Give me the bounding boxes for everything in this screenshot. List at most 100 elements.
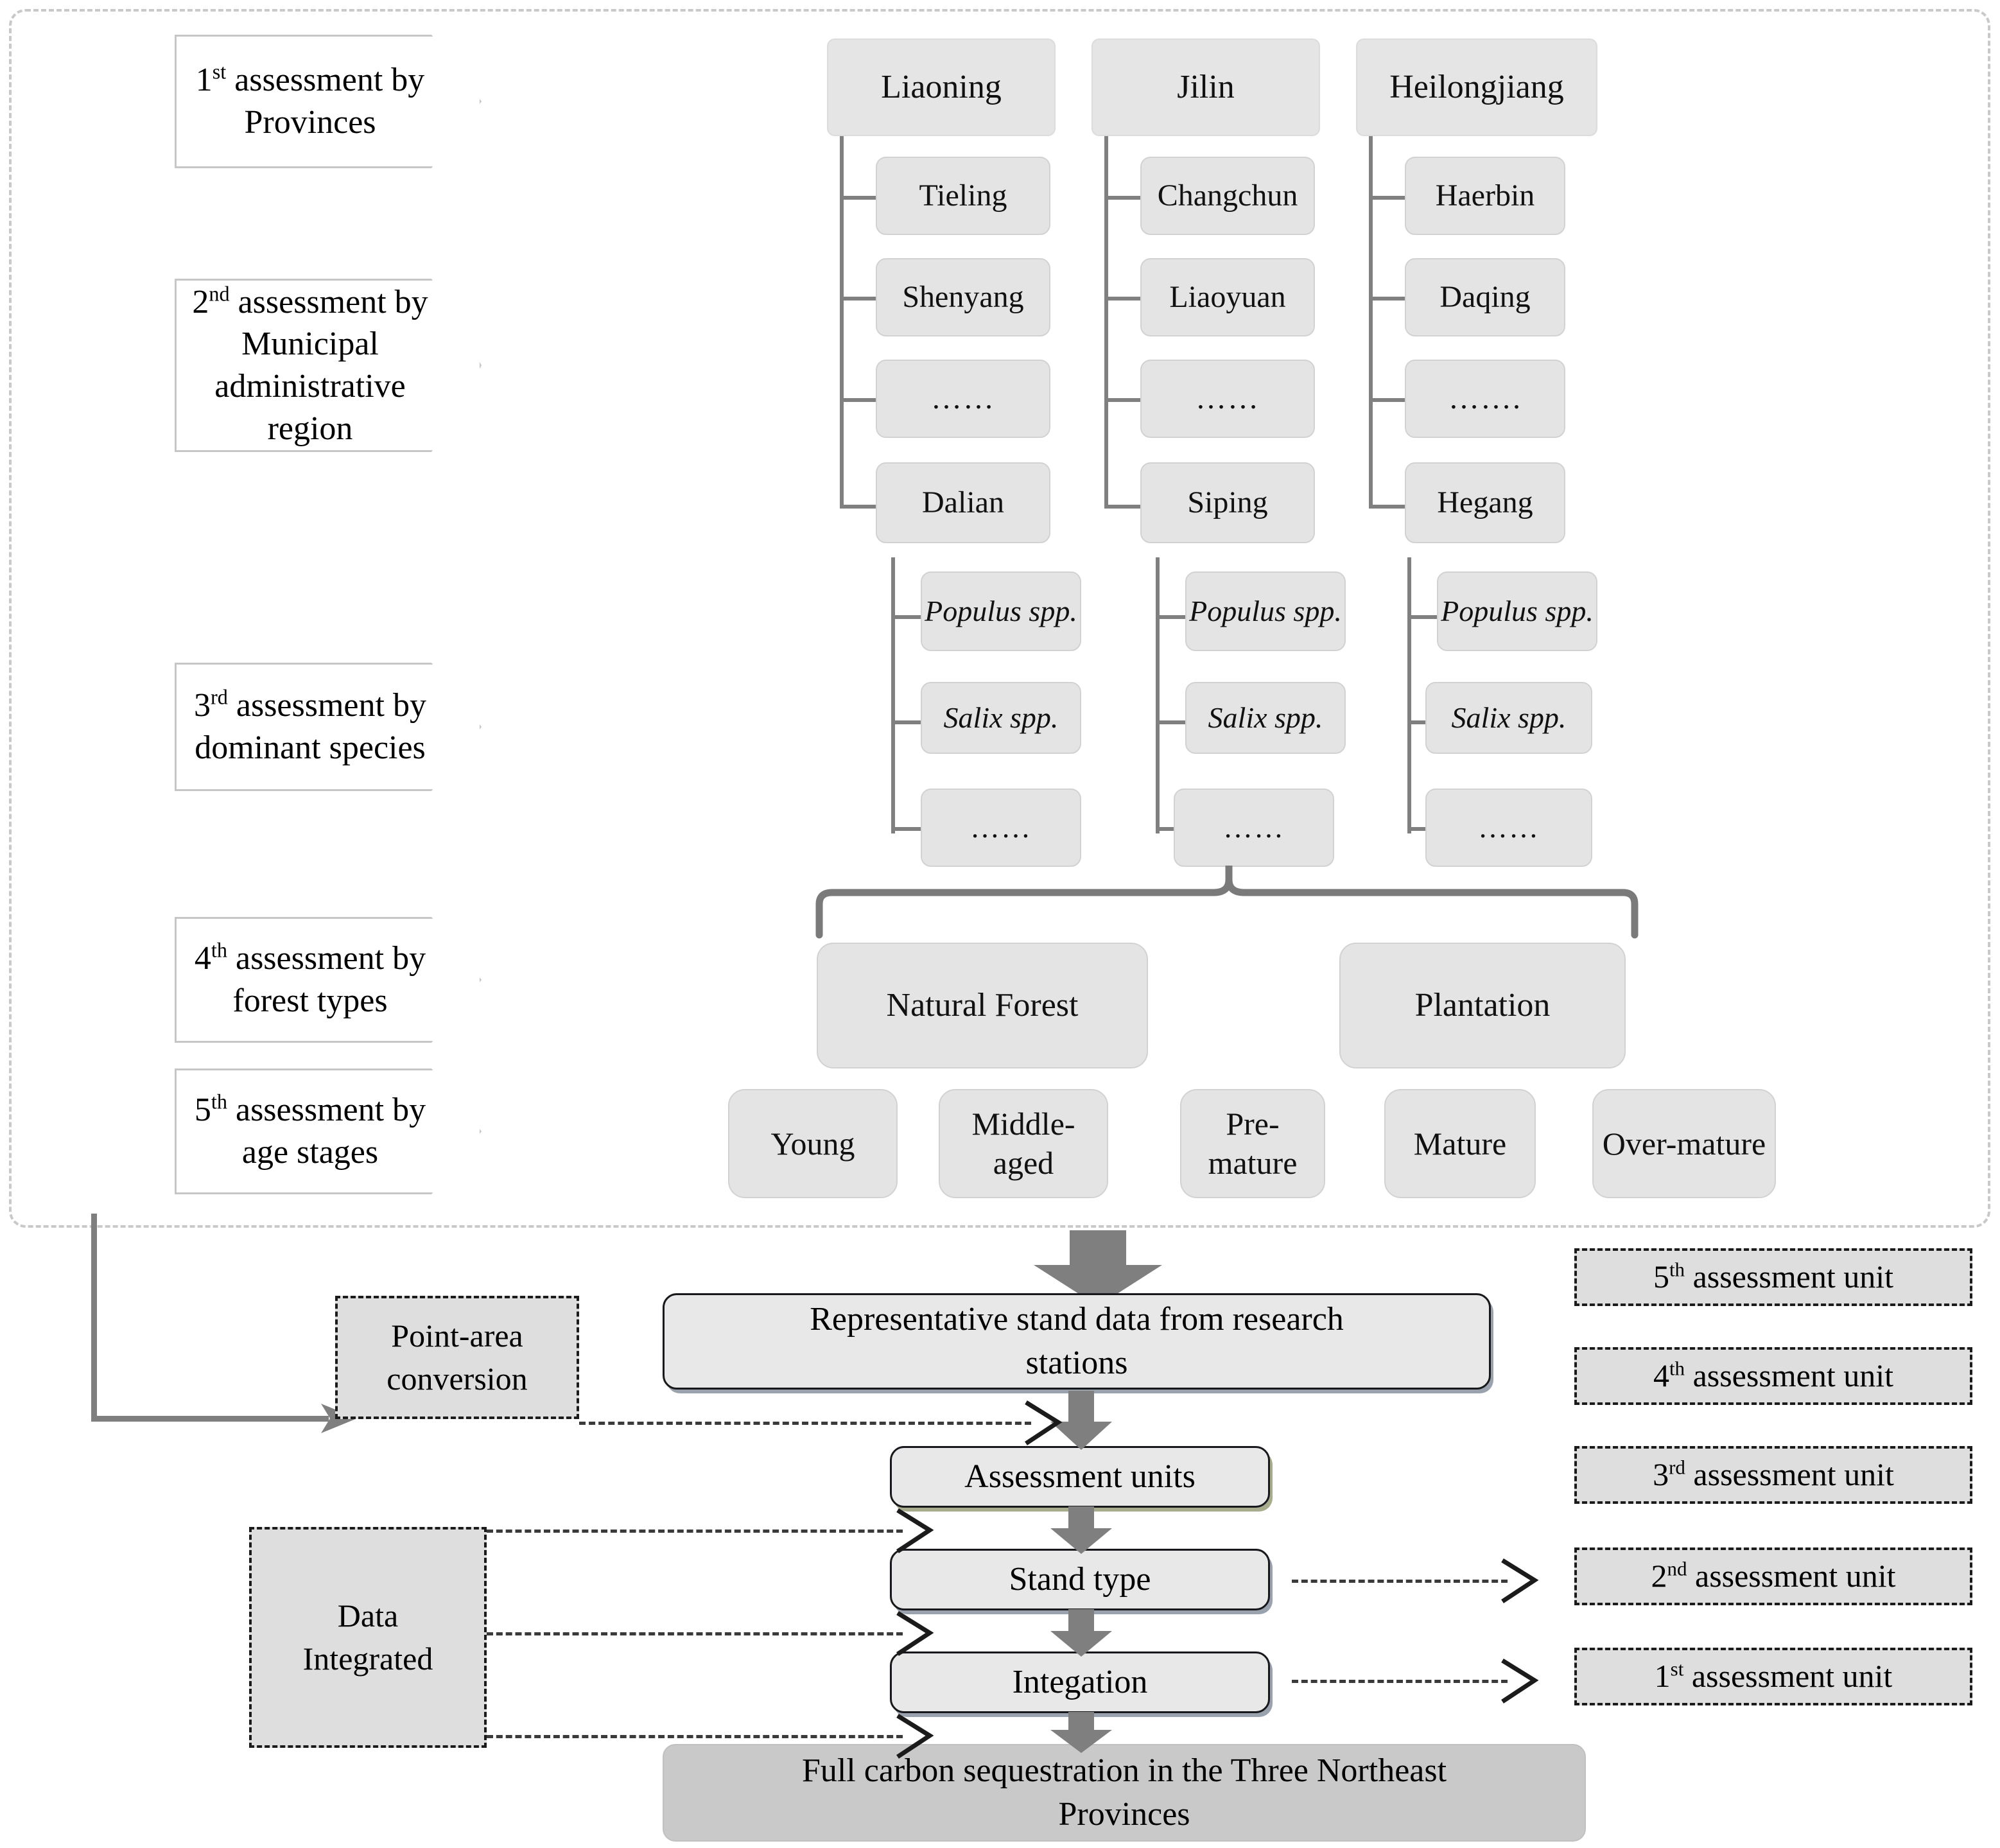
dash-arrow-data-2-head [896,1611,934,1656]
species-branch-liaoning-2 [891,827,921,831]
tree-branch-liaoning-1 [840,297,876,301]
assessment-unit-4[interactable]: 4th assessment unit [1574,1347,1972,1405]
city-node-shenyang[interactable]: Shenyang [876,258,1050,336]
dash-arrow-point-area-line [579,1422,1031,1425]
species-node-jilin-salix[interactable]: Salix spp. [1185,682,1346,754]
species-node-jilin-more[interactable]: …… [1174,789,1334,867]
species-branch-heilongjiang-2 [1407,827,1437,831]
species-node-liaoning-salix[interactable]: Salix spp. [921,682,1081,754]
flow-arrow-4 [1050,1712,1112,1753]
city-node-jilin-more[interactable]: …… [1140,360,1315,438]
dash-arrow-integation-line [1292,1680,1508,1683]
dash-arrow-data-1-line [487,1530,903,1533]
representative-stand-data-box[interactable]: Representative stand data from research … [663,1293,1491,1390]
tree-branch-liaoning-0 [840,196,876,200]
age-stage-middle-aged[interactable]: Middle-aged [939,1089,1108,1198]
tree-branch-heilongjiang-3 [1369,505,1405,509]
left-feed-arrow-vertical [91,1214,97,1422]
brace-connector [815,866,1639,939]
forest-type-plantation[interactable]: Plantation [1339,943,1626,1068]
dash-arrow-stand-type-line [1292,1580,1508,1583]
point-area-line-1: Point-area [391,1317,523,1354]
species-spine-liaoning [891,557,895,833]
species-node-heilongjiang-populus[interactable]: Populus spp. [1437,571,1597,651]
assessment-units-box[interactable]: Assessment units [890,1446,1270,1508]
city-node-dalian[interactable]: Dalian [876,462,1050,543]
city-node-changchun[interactable]: Changchun [1140,157,1315,235]
species-node-liaoning-populus[interactable]: Populus spp. [921,571,1081,651]
species-spine-jilin [1156,557,1160,833]
left-feed-arrow-horizontal [91,1416,329,1422]
province-node-heilongjiang[interactable]: Heilongjiang [1356,39,1597,136]
species-branch-liaoning-0 [891,615,921,619]
dash-arrow-data-3-line [487,1735,903,1738]
assessment-unit-3[interactable]: 3rd assessment unit [1574,1446,1972,1504]
data-integrated-line-2: Integrated [302,1641,433,1677]
assessment-unit-5[interactable]: 5th assessment unit [1574,1248,1972,1306]
city-node-haerbin[interactable]: Haerbin [1405,157,1565,235]
province-node-liaoning[interactable]: Liaoning [827,39,1056,136]
species-node-heilongjiang-salix[interactable]: Salix spp. [1425,682,1592,754]
tree-branch-heilongjiang-1 [1369,297,1405,301]
dash-arrow-data-1-head [896,1508,934,1553]
tree-spine-heilongjiang [1369,136,1373,509]
age-stage-pre-mature[interactable]: Pre-mature [1180,1089,1325,1198]
dash-arrow-data-2-line [487,1632,903,1635]
city-node-tieling[interactable]: Tieling [876,157,1050,235]
flow-arrow-2 [1050,1506,1112,1554]
data-integrated-box[interactable]: Data Integrated [249,1527,487,1748]
species-branch-jilin-2 [1156,827,1185,831]
city-node-daqing[interactable]: Daqing [1405,258,1565,336]
dash-arrow-stand-type-head [1501,1558,1539,1603]
species-spine-heilongjiang [1407,557,1411,833]
species-branch-heilongjiang-1 [1407,720,1437,724]
city-node-liaoning-more[interactable]: …… [876,360,1050,438]
age-stage-over-mature[interactable]: Over-mature [1592,1089,1776,1198]
final-line-2: Provinces [1058,1796,1190,1833]
age-stage-mature[interactable]: Mature [1384,1089,1536,1198]
tree-branch-heilongjiang-2 [1369,398,1405,402]
species-node-jilin-populus[interactable]: Populus spp. [1185,571,1346,651]
tree-spine-liaoning [840,136,844,509]
species-branch-jilin-0 [1156,615,1185,619]
tree-branch-jilin-0 [1104,196,1140,200]
tree-branch-heilongjiang-0 [1369,196,1405,200]
species-branch-heilongjiang-0 [1407,615,1437,619]
assessment-unit-2[interactable]: 2nd assessment unit [1574,1547,1972,1605]
assessment-unit-1[interactable]: 1st assessment unit [1574,1648,1972,1705]
tree-spine-jilin [1104,136,1108,509]
age-stage-young[interactable]: Young [728,1089,898,1198]
data-integrated-line-1: Data [337,1597,399,1634]
flow-arrow-3 [1050,1609,1112,1657]
city-node-heilongjiang-more[interactable]: ……. [1405,360,1565,438]
assessment-hierarchy-container [9,9,1990,1228]
city-node-hegang[interactable]: Hegang [1405,462,1565,543]
final-result-box[interactable]: Full carbon sequestration in the Three N… [663,1744,1586,1842]
tree-branch-jilin-3 [1104,505,1140,509]
point-area-conversion-box[interactable]: Point-area conversion [335,1296,579,1419]
tree-branch-liaoning-2 [840,398,876,402]
city-node-siping[interactable]: Siping [1140,462,1315,543]
stand-type-box[interactable]: Stand type [890,1549,1270,1610]
species-branch-liaoning-1 [891,720,921,724]
province-node-jilin[interactable]: Jilin [1091,39,1320,136]
species-node-liaoning-more[interactable]: …… [921,789,1081,867]
integation-box[interactable]: Integation [890,1652,1270,1713]
species-node-heilongjiang-more[interactable]: …… [1425,789,1592,867]
rep-stand-line-2: stations [1025,1345,1128,1381]
rep-stand-line-1: Representative stand data from research [810,1301,1344,1338]
forest-type-natural-forest[interactable]: Natural Forest [817,943,1148,1068]
dash-arrow-integation-head [1501,1659,1539,1704]
city-node-liaoyuan[interactable]: Liaoyuan [1140,258,1315,336]
